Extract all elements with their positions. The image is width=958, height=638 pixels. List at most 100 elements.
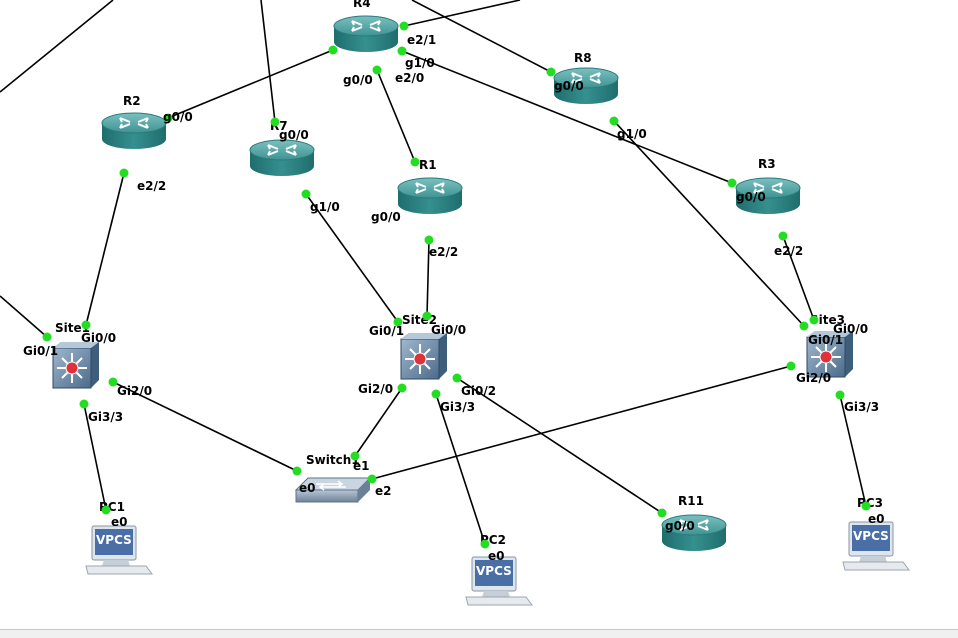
link-r4-r3[interactable] — [401, 50, 733, 184]
port-dot[interactable] — [424, 235, 434, 245]
link-r4-r2[interactable] — [167, 49, 334, 119]
link-offscreen-r8[interactable] — [411, 0, 552, 73]
router-r8[interactable]: R8 — [553, 51, 619, 105]
interface-label: e0 — [111, 515, 128, 529]
port-dots — [42, 21, 871, 549]
link-r8-site3[interactable] — [613, 120, 805, 327]
node-label: R1 — [419, 158, 437, 172]
interface-label: Gi0/1 — [23, 344, 58, 358]
vpcs-pc1[interactable]: VPCS PC1 — [85, 500, 153, 575]
interface-label: g0/0 — [736, 190, 766, 204]
interface-label: Gi0/0 — [833, 322, 868, 336]
link-site2-r11[interactable] — [456, 377, 663, 514]
router-icon — [101, 112, 167, 150]
port-dot[interactable] — [301, 189, 311, 199]
port-dot[interactable] — [861, 501, 871, 511]
link-site2-pc2[interactable] — [435, 393, 486, 545]
node-label: R8 — [574, 51, 592, 65]
interface-label: g1/0 — [310, 200, 340, 214]
port-dot[interactable] — [163, 113, 173, 123]
link-r3-site3[interactable] — [782, 235, 815, 321]
link-r7-site2[interactable] — [305, 193, 399, 323]
l3-switch-site1[interactable]: Site1 — [52, 321, 100, 389]
interface-label: Gi0/1 — [808, 333, 843, 347]
interface-labels: e2/1 g1/0 e2/0 g0/0 g0/0 g1/0 g0/0 e2/2 … — [23, 33, 885, 563]
port-dot[interactable] — [270, 117, 280, 127]
port-dot[interactable] — [786, 361, 796, 371]
port-dot[interactable] — [546, 67, 556, 77]
port-dot[interactable] — [42, 332, 52, 342]
link-offscreen-1[interactable] — [0, 0, 114, 93]
interface-label: e1 — [353, 459, 370, 473]
link-site1-switch1[interactable] — [112, 381, 298, 472]
port-dot[interactable] — [393, 317, 403, 327]
port-dot[interactable] — [367, 474, 377, 484]
interface-label: e2/2 — [774, 244, 803, 258]
link-offscreen-r7[interactable] — [260, 0, 276, 123]
node-label: Site1 — [55, 321, 90, 335]
port-dot[interactable] — [399, 21, 409, 31]
link-site3-pc3[interactable] — [839, 394, 867, 507]
interface-label: Gi2/0 — [796, 371, 831, 385]
port-dot[interactable] — [372, 65, 382, 75]
port-dot[interactable] — [431, 389, 441, 399]
port-dot[interactable] — [778, 231, 788, 241]
router-icon — [333, 15, 399, 53]
node-label: R2 — [123, 94, 141, 108]
link-r1-site2[interactable] — [426, 239, 430, 317]
port-dot[interactable] — [108, 377, 118, 387]
interface-label: e0 — [299, 481, 316, 495]
port-dot[interactable] — [609, 116, 619, 126]
port-dot[interactable] — [799, 321, 809, 331]
port-dot[interactable] — [657, 508, 667, 518]
port-dot[interactable] — [410, 157, 420, 167]
interface-label: e2/0 — [395, 71, 424, 85]
link-r4-r1[interactable] — [376, 69, 416, 163]
router-icon — [249, 139, 315, 177]
vpcs-pc2[interactable]: VPCS PC2 — [465, 533, 533, 606]
interface-label: e2/2 — [137, 179, 166, 193]
l3-switch-site3[interactable]: Site3 — [806, 313, 854, 378]
port-dot[interactable] — [101, 505, 111, 515]
link-site2-switch1[interactable] — [354, 387, 403, 457]
interface-label: g0/0 — [163, 110, 193, 124]
router-icon — [397, 177, 463, 215]
port-dot[interactable] — [422, 311, 432, 321]
vpcs-screen-text: VPCS — [476, 564, 512, 578]
port-dot[interactable] — [397, 46, 407, 56]
interface-label: e2/1 — [407, 33, 436, 47]
link-site1-pc1[interactable] — [83, 403, 107, 511]
port-dot[interactable] — [727, 178, 737, 188]
link-r4-e2-1[interactable] — [403, 0, 521, 27]
interface-label: g1/0 — [405, 56, 435, 70]
router-r11[interactable]: R11 — [661, 494, 727, 552]
port-dot[interactable] — [119, 168, 129, 178]
port-dot[interactable] — [81, 320, 91, 330]
vpcs-pc3[interactable]: VPCS PC3 — [842, 496, 910, 571]
port-dot[interactable] — [328, 45, 338, 55]
interface-label: g0/0 — [554, 79, 584, 93]
port-dot[interactable] — [350, 451, 360, 461]
router-r3[interactable]: R3 — [735, 157, 801, 215]
link-offscreen-2[interactable] — [0, 295, 48, 338]
port-dot[interactable] — [397, 383, 407, 393]
interface-label: g0/0 — [371, 210, 401, 224]
port-dot[interactable] — [835, 390, 845, 400]
port-dot[interactable] — [79, 399, 89, 409]
port-dot[interactable] — [452, 373, 462, 383]
link-r2-site1[interactable] — [85, 172, 125, 326]
port-dot[interactable] — [292, 466, 302, 476]
router-r2[interactable]: R2 — [101, 94, 167, 150]
link-group — [0, 0, 867, 545]
interface-label: e0 — [868, 512, 885, 526]
interface-label: e0 — [488, 549, 505, 563]
port-dot[interactable] — [809, 315, 819, 325]
interface-label: g0/0 — [279, 128, 309, 142]
port-dot[interactable] — [480, 539, 490, 549]
router-r1[interactable]: R1 — [397, 158, 463, 215]
interface-label: g1/0 — [617, 127, 647, 141]
ethernet-switch-switch1[interactable]: Switch1 — [295, 453, 371, 503]
link-switch1-site3[interactable] — [371, 365, 792, 480]
canvas-bottom-edge — [0, 629, 958, 638]
router-r4[interactable]: R4 — [333, 0, 399, 53]
